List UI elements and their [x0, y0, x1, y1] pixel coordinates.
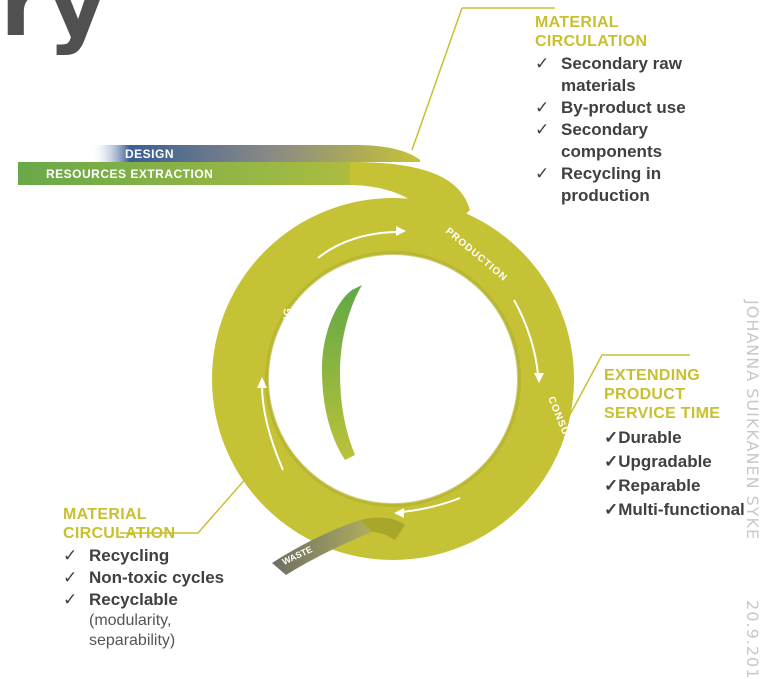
- check-icon: ✓: [535, 54, 550, 73]
- check-icon: ✓: [604, 500, 619, 519]
- arrow-head-consumption: [534, 373, 544, 383]
- leader-top-right: [411, 7, 555, 151]
- design-bar: [90, 145, 420, 162]
- check-icon: ✓: [63, 546, 78, 565]
- category-heading: CIRCULATION: [535, 33, 648, 50]
- category-heading: PRODUCT: [604, 386, 686, 403]
- check-icon: ✓: [535, 98, 550, 117]
- design-label: DESIGN: [125, 147, 174, 161]
- credit-text: JOHANNA SUIKKANEN SYKE 20.9.201: [743, 300, 762, 679]
- resources-extraction-bar: [18, 162, 455, 205]
- list-item: ✓Durable: [604, 428, 682, 447]
- leader-bottom-left: [120, 459, 263, 534]
- credit-date: 20.9.201: [743, 600, 762, 679]
- check-icon: ✓: [604, 428, 619, 447]
- list-item: ✓Secondary components: [535, 120, 663, 161]
- check-icon: ✓: [604, 476, 619, 495]
- check-icon: ✓: [604, 452, 619, 471]
- list-item: ✓Upgradable: [604, 452, 712, 471]
- category-heading: MATERIAL: [63, 506, 147, 523]
- flow-arrows: [261, 231, 539, 513]
- list-item: ✓Non-toxic cycles: [63, 568, 225, 587]
- credit-author: JOHANNA SUIKKANEN SYKE: [743, 300, 762, 541]
- end-of-life-label: END OF LIFE: [345, 466, 419, 490]
- list-item: ✓Multi-functional: [604, 500, 745, 519]
- loop-inflow: [350, 162, 470, 240]
- arrow-head-recycling: [257, 377, 267, 388]
- list-item: ✓Recycling in production: [535, 164, 662, 205]
- material-circulation-bottom: MATERIAL CIRCULATION ✓Recycling ✓Non-tox…: [63, 505, 263, 651]
- check-icon: ✓: [63, 590, 78, 609]
- category-heading: CIRCULATION: [63, 525, 176, 542]
- check-icon: ✓: [535, 120, 550, 139]
- page-title-fragment: ry: [0, 0, 110, 57]
- extending-product-service-time: EXTENDING PRODUCT SERVICE TIME ✓Durable …: [604, 366, 769, 522]
- list-item-note: (modularity,: [89, 612, 172, 629]
- list-item: ✓Secondary raw materials: [535, 54, 682, 95]
- resources-extraction-label: RESOURCES EXTRACTION: [46, 167, 213, 181]
- waste-tail: [272, 520, 372, 575]
- list-item: ✓Reparable: [604, 476, 701, 495]
- material-circulation-top: MATERIAL CIRCULATION ✓Secondary raw mate…: [535, 13, 735, 207]
- category-heading: MATERIAL: [535, 14, 619, 31]
- list-item: ✓Recyclable: [63, 590, 178, 609]
- list-item: ✓Recycling: [63, 546, 170, 565]
- inner-green-accent: [322, 285, 362, 460]
- arrow-head-production: [396, 226, 406, 236]
- category-heading: SERVICE TIME: [604, 405, 721, 422]
- arrow-head-end-of-life: [394, 508, 404, 518]
- check-icon: ✓: [535, 164, 550, 183]
- leader-middle-right: [535, 354, 690, 479]
- check-icon: ✓: [63, 568, 78, 587]
- list-item-note: separability): [89, 632, 176, 649]
- category-heading: EXTENDING: [604, 367, 701, 384]
- list-item: ✓By-product use: [535, 98, 686, 117]
